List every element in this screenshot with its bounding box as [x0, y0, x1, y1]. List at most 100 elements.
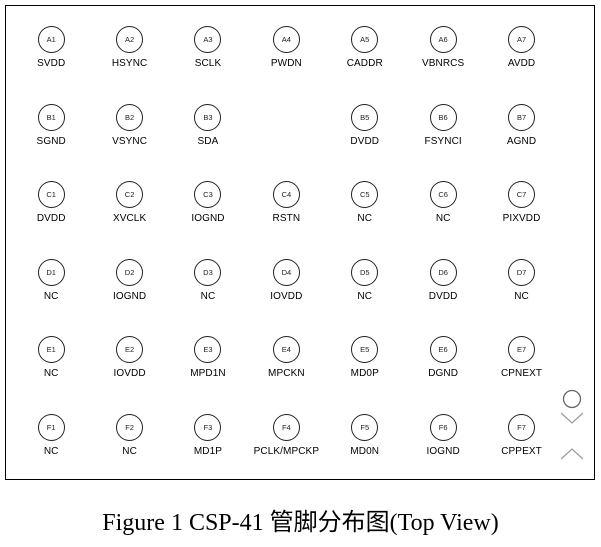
ball-id: F4: [272, 413, 300, 441]
orientation-mark: [559, 389, 589, 469]
ball-id: F6: [429, 413, 457, 441]
signal-name: NC: [514, 290, 529, 302]
signal-name: PIXVDD: [502, 213, 541, 225]
ball-id: D3: [194, 258, 222, 286]
signal-name: IOVDD: [113, 368, 146, 380]
signal-name: CPPEXT: [501, 445, 542, 457]
signal-name: IOVDD: [270, 290, 303, 302]
signal-name: NC: [122, 445, 137, 457]
signal-name: CPNEXT: [500, 368, 543, 380]
ball-id: C1: [37, 181, 65, 209]
signal-name: SGND: [36, 135, 66, 147]
ball-id: F5: [351, 413, 379, 441]
ball-id: A5: [351, 26, 379, 53]
ball-id: D2: [116, 258, 144, 286]
ball-id: A7: [508, 26, 536, 53]
signal-name: DVDD: [350, 135, 380, 147]
signal-name: SDA: [197, 135, 219, 147]
signal-name: NC: [435, 213, 451, 225]
ball-id: A3: [194, 26, 222, 53]
signal-name: AVDD: [507, 58, 536, 69]
signal-name: DVDD: [36, 213, 66, 225]
figure-caption: Figure 1 CSP-41 管脚分布图(Top View): [102, 510, 499, 536]
ball-id: A4: [272, 26, 300, 53]
signal-name: NC: [200, 290, 216, 302]
signal-name: MD0P: [350, 368, 379, 380]
ball-id: B3: [194, 103, 222, 131]
orientation-circle: [562, 389, 582, 409]
ball-id: E5: [351, 336, 379, 364]
ball-id: B7: [508, 103, 536, 131]
ball-id: D7: [508, 258, 536, 286]
ball-id: F1: [37, 413, 65, 441]
ball-id: E7: [508, 336, 536, 364]
ball-id: A2: [116, 26, 144, 53]
signal-name: IOGND: [112, 290, 147, 302]
signal-name: MPCKN: [268, 368, 305, 380]
ball-id: C5: [351, 181, 379, 209]
signal-name: DVDD: [428, 290, 458, 302]
signal-name: VBNRCS: [422, 58, 465, 69]
signal-name: CADDR: [346, 58, 383, 69]
ball-id: A1: [37, 26, 65, 53]
signal-name: SCLK: [194, 58, 222, 69]
ball-id: B1: [37, 103, 65, 131]
signal-name: IOGND: [426, 445, 460, 457]
pin-empty: [247, 92, 325, 170]
ball-id: C4: [272, 181, 300, 209]
ball-id: E4: [272, 336, 300, 364]
ball-id: E3: [194, 336, 222, 364]
signal-name: XVCLK: [112, 213, 147, 225]
ball-id: A6: [429, 26, 457, 53]
ball-id: D5: [351, 258, 379, 286]
signal-name: NC: [43, 290, 59, 302]
signal-name: FSYNCI: [424, 135, 462, 147]
ball-id: F7: [508, 413, 536, 441]
ball-id: C3: [194, 181, 222, 209]
ball-id: D6: [429, 258, 457, 286]
signal-name: PWDN: [270, 58, 302, 69]
signal-name: HSYNC: [111, 58, 148, 69]
orientation-mark-svg: [560, 389, 584, 460]
ball-id: C7: [508, 181, 536, 209]
ball-id: F3: [194, 413, 222, 441]
signal-name: NC: [357, 290, 373, 302]
